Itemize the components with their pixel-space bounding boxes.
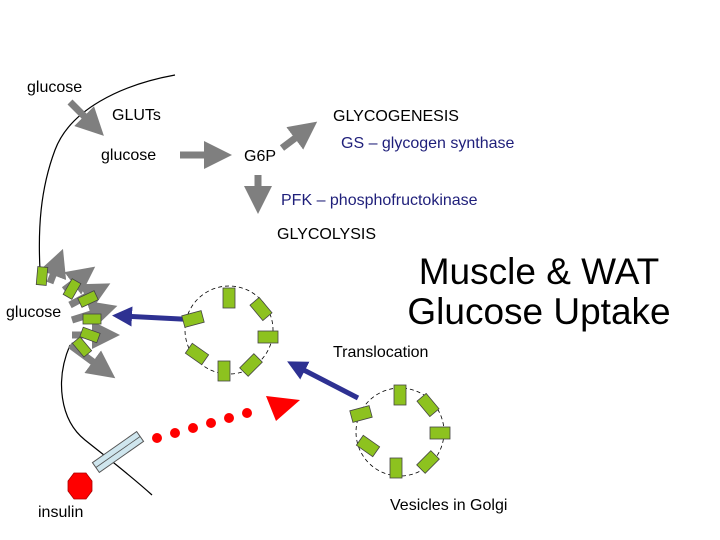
gluts-label: GLUTs — [112, 107, 161, 124]
glut-transporter — [349, 405, 373, 423]
glut-transporter — [389, 457, 403, 479]
pfk-label: PFK – phosphofructokinase — [281, 192, 478, 209]
vesicle-membrane — [181, 285, 279, 382]
glut-transporter — [79, 326, 101, 344]
glucose-outside-label: glucose — [27, 79, 83, 96]
glut-transporter — [82, 313, 102, 325]
glut-transporter — [416, 450, 440, 474]
glucose-left-label: glucose — [6, 304, 62, 321]
gs-label: GS – glycogen synthase — [341, 135, 515, 152]
glut-transporter — [71, 336, 93, 358]
insulin-label: insulin — [38, 504, 84, 521]
glut-transporter — [35, 266, 49, 286]
signal-dot — [152, 433, 162, 443]
signal-dot — [206, 418, 216, 428]
insulin-molecule — [67, 472, 93, 500]
g6p-to-glycogenesis-arrow — [279, 121, 318, 151]
insulin-receptor-stripe — [95, 436, 141, 468]
cell-membrane-lower — [60, 344, 153, 496]
glut-transporter — [355, 434, 381, 458]
slide-title: Muscle & WAT Glucose Uptake — [394, 252, 684, 332]
glut-transporter — [393, 384, 407, 406]
glucose-entry-arrow — [67, 99, 104, 136]
glut-transporter — [217, 360, 231, 382]
cell-membrane-upper — [38, 74, 176, 271]
title-line-1: Muscle & WAT — [418, 251, 660, 292]
glut-transporter — [257, 330, 279, 344]
glut-transporter — [77, 290, 99, 308]
glut-transporter — [239, 353, 263, 377]
title-line-2: Glucose Uptake — [407, 291, 671, 332]
vesicle-golgi — [349, 384, 451, 479]
glut-transporter — [181, 310, 205, 328]
glut-transporter — [184, 342, 210, 366]
signal-dot — [188, 423, 198, 433]
signal-arrowhead — [266, 396, 300, 421]
signal-dot — [242, 408, 252, 418]
g6p-label: G6P — [244, 148, 277, 165]
glycogenesis-label: GLYCOGENESIS — [333, 108, 459, 125]
vesicles-label: Vesicles in Golgi — [390, 497, 508, 514]
translocation-arrow — [287, 361, 360, 401]
glucose-efflux-arrow — [67, 342, 116, 379]
vesicle-outline — [184, 285, 274, 375]
translocation-label: Translocation — [333, 344, 429, 361]
glut-transporter — [416, 392, 440, 418]
glucose-efflux-arrow — [39, 248, 67, 285]
glut-transporter — [62, 278, 82, 300]
membrane-transporter-cluster — [35, 248, 120, 379]
insulin-signal-arrow — [152, 396, 300, 443]
glut-transporter — [429, 426, 451, 440]
glycolysis-label: GLYCOLYSIS — [277, 226, 376, 243]
glut-transporter — [249, 296, 273, 322]
glut-transporter — [222, 287, 236, 309]
signal-dot — [170, 428, 180, 438]
glucose-inside-label: glucose — [101, 147, 157, 164]
signal-dot — [224, 413, 234, 423]
